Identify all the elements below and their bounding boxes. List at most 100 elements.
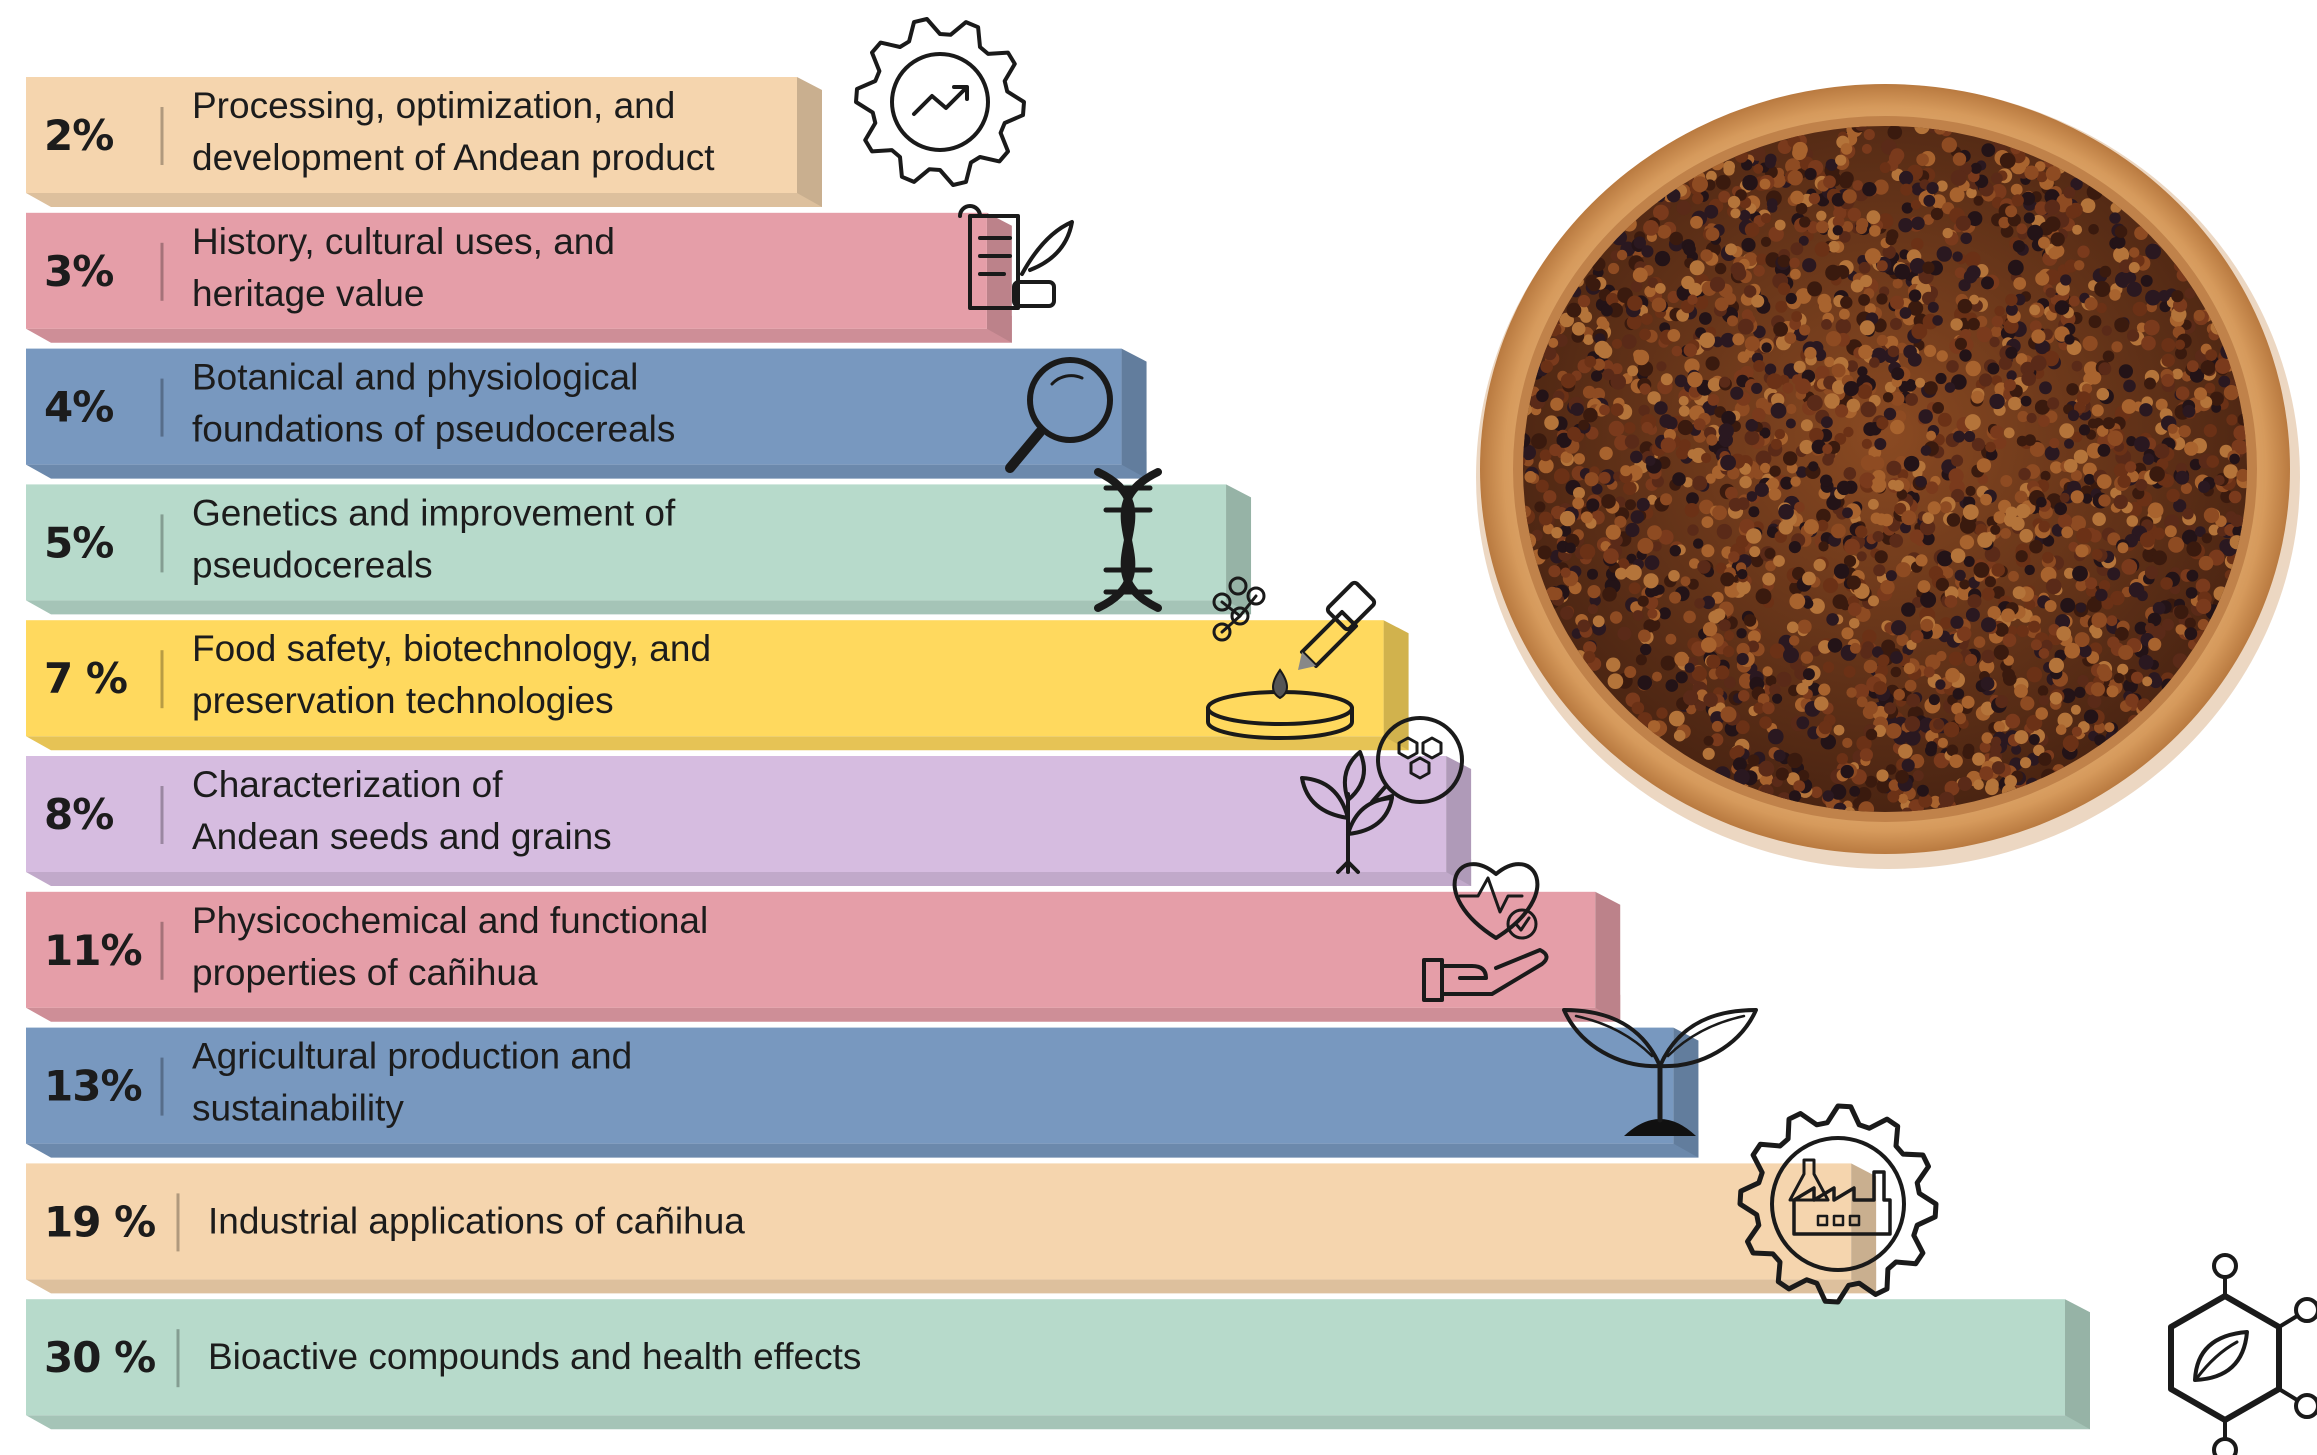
grain <box>1719 376 1731 388</box>
grain <box>1991 761 2006 775</box>
grain <box>1572 497 1585 510</box>
grain <box>2173 499 2187 513</box>
grain <box>1964 653 1978 667</box>
grain <box>2064 334 2075 345</box>
grain <box>2083 709 2099 724</box>
grain <box>1625 499 1636 511</box>
grain <box>1898 793 1908 804</box>
grain <box>1826 613 1839 626</box>
grain <box>1855 525 1868 538</box>
grain <box>2175 347 2187 360</box>
grain <box>1915 476 1927 488</box>
grain <box>2094 722 2106 734</box>
grain <box>2117 474 2131 488</box>
grain <box>1780 476 1794 490</box>
grain <box>2209 391 2224 406</box>
grain <box>1844 538 1860 555</box>
grain <box>1735 720 1750 735</box>
grain <box>1712 505 1727 521</box>
grain <box>1990 326 2002 338</box>
grain <box>1764 363 1777 376</box>
grain <box>2029 442 2045 457</box>
grain <box>2124 461 2137 473</box>
grain <box>1782 382 1794 394</box>
grain <box>2121 399 2137 414</box>
grain <box>1927 501 1941 515</box>
grain <box>2081 493 2093 504</box>
grain <box>2070 177 2083 191</box>
grain <box>1741 237 1756 253</box>
grain <box>1694 598 1705 609</box>
grain <box>2086 597 2102 613</box>
grain <box>2113 463 2129 478</box>
grain <box>2236 468 2247 482</box>
grain <box>1936 180 1948 192</box>
grain <box>1586 498 1600 512</box>
grain <box>2101 597 2114 610</box>
grain <box>1760 236 1772 247</box>
grain <box>2064 259 2078 273</box>
grain <box>1641 421 1653 434</box>
grain <box>2012 240 2026 253</box>
grain <box>1598 471 1611 484</box>
grain <box>1641 245 1654 258</box>
grain <box>1538 458 1554 474</box>
grain <box>2113 673 2125 684</box>
grain <box>1683 690 1699 706</box>
grain <box>1789 593 1806 610</box>
grain <box>1843 467 1857 480</box>
grain <box>1643 619 1657 633</box>
grain <box>1852 180 1864 191</box>
grain <box>2139 532 2156 548</box>
grain <box>2175 470 2190 485</box>
grain <box>1656 361 1667 372</box>
grain <box>2075 579 2087 592</box>
grain <box>2118 645 2134 660</box>
grain <box>2072 565 2088 582</box>
grain <box>1954 569 1966 582</box>
grain <box>2021 191 2036 206</box>
grain <box>1965 485 1976 497</box>
grain <box>2045 287 2056 298</box>
grain <box>2071 726 2082 737</box>
grain <box>1910 630 1924 644</box>
grain <box>2005 303 2018 316</box>
grain <box>1602 587 1617 602</box>
grain <box>1981 587 1995 601</box>
grain <box>1643 220 1659 236</box>
grain <box>1730 386 1744 400</box>
grain <box>1639 383 1651 395</box>
grain <box>1560 606 1574 620</box>
grain <box>1880 579 1895 595</box>
grain <box>1625 522 1640 538</box>
grain <box>2061 526 2074 539</box>
category-label-line: Botanical and physiological <box>192 357 638 398</box>
grain <box>1818 541 1829 552</box>
grain <box>1822 454 1834 466</box>
grain <box>2090 682 2105 697</box>
grain <box>1624 666 1637 678</box>
grain <box>2054 502 2068 516</box>
grain <box>1718 619 1731 632</box>
grain <box>1950 615 1964 629</box>
grain <box>2048 657 2064 674</box>
grain <box>2050 461 2063 474</box>
category-label-line: Physicochemical and functional <box>192 900 708 941</box>
grain <box>1992 586 2005 599</box>
grain <box>1922 291 1936 306</box>
grain <box>1647 277 1659 288</box>
grain <box>1843 555 1857 568</box>
grain <box>1788 541 1801 554</box>
category-label-line: History, cultural uses, and <box>192 221 615 262</box>
grain <box>1870 477 1887 493</box>
grain <box>2098 362 2112 376</box>
grain <box>2044 445 2060 461</box>
grain <box>1862 629 1877 644</box>
grain <box>1863 659 1878 674</box>
bar-side-face <box>1121 348 1147 479</box>
grain <box>1675 671 1688 684</box>
grain <box>2008 396 2022 411</box>
grain <box>2007 259 2024 276</box>
grain <box>1755 450 1772 467</box>
grain <box>2059 492 2070 503</box>
